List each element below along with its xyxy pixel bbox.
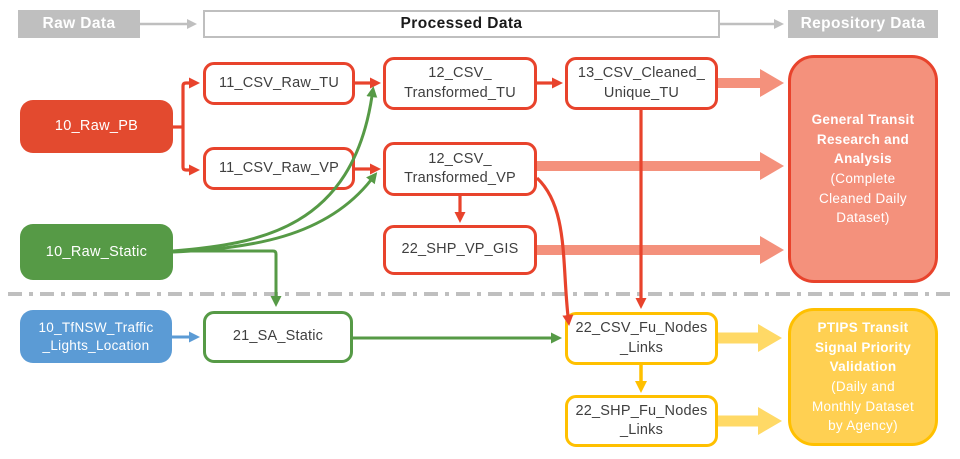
node-tfnsw-line1: 10_TfNSW_Traffic	[38, 319, 154, 335]
node-raw-pb-label: 10_Raw_PB	[54, 118, 139, 135]
output-ptips: PTIPS Transit Signal Priority Validation…	[788, 308, 938, 446]
ptips-line5: Monthly Dataset	[811, 398, 915, 414]
node-raw-pb: 10_Raw_PB	[20, 100, 173, 153]
gt-line2: Research and	[816, 131, 910, 147]
header-raw-data: Raw Data	[18, 10, 140, 38]
node-shp-fu-line1: 22_SHP_Fu_Nodes	[575, 402, 708, 419]
node-csv-fu-nodes-links: 22_CSV_Fu_Nodes _Links	[565, 312, 718, 365]
arrow-raw-pb-to-csv-raw-tu	[181, 77, 200, 127]
node-csv-cleaned-line1: 13_CSV_Cleaned_	[577, 65, 706, 82]
node-tfnsw-traffic-lights: 10_TfNSW_Traffic _Lights_Location	[20, 310, 172, 363]
node-tfnsw-line2: _Lights_Location	[42, 337, 150, 353]
node-csv-raw-vp-label: 11_CSV_Raw_VP	[218, 159, 339, 176]
node-shp-vp-gis-label: 22_SHP_VP_GIS	[401, 241, 519, 258]
node-csv-transformed-vp-line2: Transformed_VP	[404, 170, 516, 186]
ptips-line3: Validation	[829, 359, 897, 375]
gt-line3: Analysis	[834, 151, 892, 167]
node-csv-transformed-tu-line2: Transformed_TU	[404, 84, 516, 101]
header-repository-data: Repository Data	[788, 10, 938, 38]
node-shp-fu-line2: _Links	[619, 422, 664, 438]
node-csv-transformed-tu-line1: 12_CSV_	[428, 65, 492, 82]
arrow-raw-pb-to-csv-raw-vp	[181, 127, 200, 176]
node-csv-fu-line1: 22_CSV_Fu_Nodes	[575, 320, 708, 337]
node-csv-raw-tu: 11_CSV_Raw_TU	[203, 62, 355, 105]
node-csv-cleaned-unique-tu: 13_CSV_Cleaned_ Unique_TU	[565, 57, 718, 110]
gt-line6: Dataset)	[836, 210, 890, 226]
node-shp-vp-gis: 22_SHP_VP_GIS	[383, 225, 537, 275]
ptips-line4: (Daily and	[831, 379, 895, 394]
arrow-raw-static-to-sa-static	[173, 249, 282, 307]
node-csv-transformed-vp: 12_CSV_ Transformed_VP	[383, 142, 537, 196]
ptips-line6: by Agency)	[828, 418, 898, 434]
node-sa-static-label: 21_SA_Static	[232, 328, 324, 345]
node-shp-fu-nodes-links: 22_SHP_Fu_Nodes _Links	[565, 395, 718, 447]
ptips-line2: Signal Priority	[814, 339, 912, 355]
gt-line1: General Transit	[811, 112, 915, 128]
header-repository-data-label: Repository Data	[800, 15, 926, 32]
arrow-transformed-vp-to-csv-fu	[535, 176, 574, 326]
header-processed-data-label: Processed Data	[400, 15, 523, 32]
node-csv-transformed-vp-line1: 12_CSV_	[428, 150, 492, 167]
node-csv-raw-tu-label: 11_CSV_Raw_TU	[219, 74, 339, 91]
header-raw-data-label: Raw Data	[42, 15, 116, 32]
output-general-transit: General Transit Research and Analysis (C…	[788, 55, 938, 283]
node-csv-cleaned-line2: Unique_TU	[603, 84, 680, 101]
gt-line4: (Complete	[830, 171, 896, 186]
node-raw-static: 10_Raw_Static	[20, 224, 173, 280]
node-raw-static-label: 10_Raw_Static	[45, 243, 148, 260]
header-processed-data: Processed Data	[203, 10, 720, 38]
arrow-raw-static-to-transformed-vp	[172, 172, 378, 254]
node-csv-fu-line2: _Links	[619, 339, 664, 356]
node-sa-static: 21_SA_Static	[203, 311, 353, 363]
node-csv-transformed-tu: 12_CSV_ Transformed_TU	[383, 57, 537, 110]
node-csv-raw-vp: 11_CSV_Raw_VP	[203, 147, 355, 190]
gt-line5: Cleaned Daily	[819, 190, 907, 206]
ptips-line1: PTIPS Transit	[817, 320, 909, 336]
